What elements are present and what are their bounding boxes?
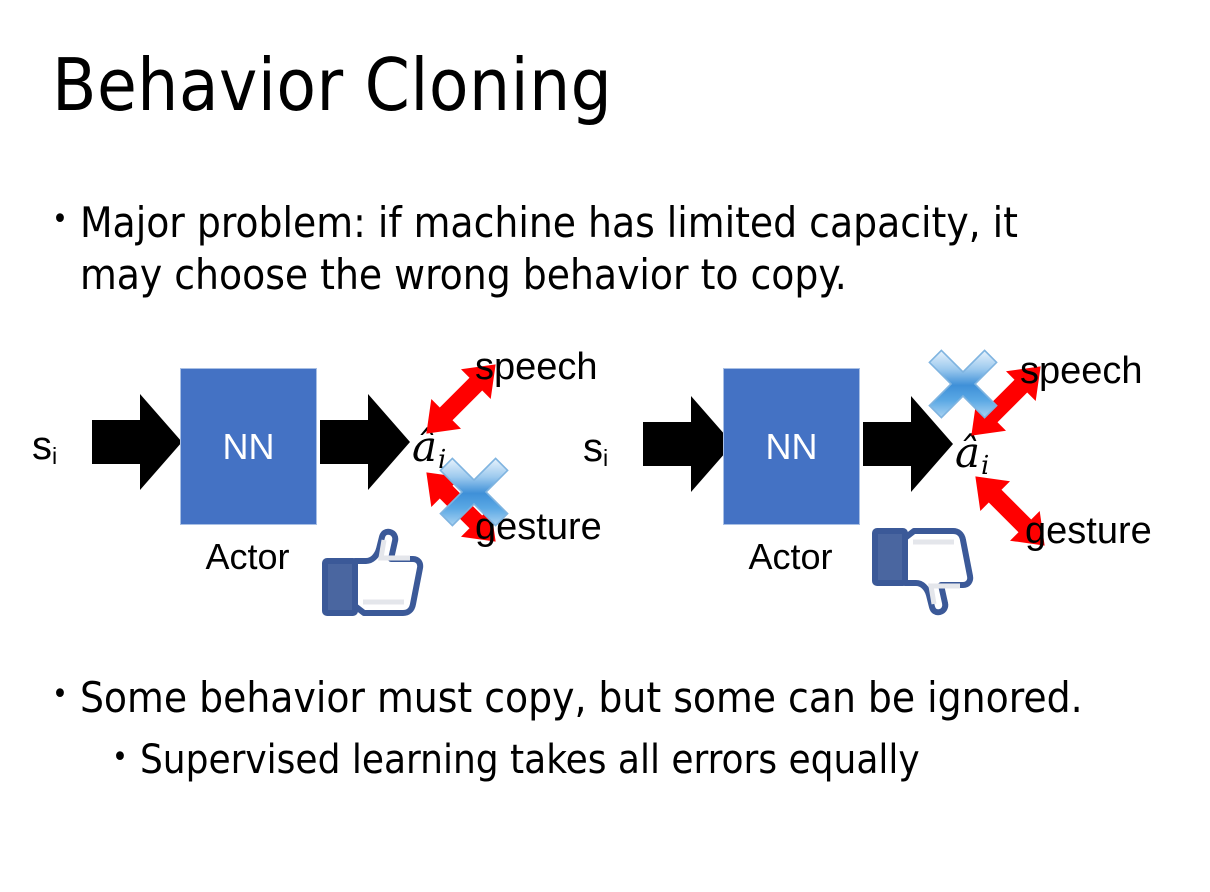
arrow-speech-right	[951, 346, 1061, 456]
bullet-bottom-2: • Supervised learning takes all errors e…	[112, 735, 1152, 785]
output-arrow-left	[320, 392, 410, 492]
arrow-speech-left	[406, 344, 516, 454]
state-subscript: i	[52, 443, 58, 470]
page-title: Behavior Cloning	[52, 43, 613, 127]
state-label-left: si	[32, 426, 57, 476]
action-subscript: i	[981, 450, 990, 481]
label-speech-left: speech	[475, 346, 598, 388]
action-label-right: âi	[955, 432, 989, 487]
thumbs-up-icon-left	[320, 528, 425, 620]
bullet-top: • Major problem: if machine has limited …	[52, 197, 1132, 301]
state-symbol: s	[32, 424, 52, 468]
output-arrow-right	[863, 394, 953, 494]
diagram-left: si NN Actor âi	[20, 340, 620, 640]
action-subscript: i	[438, 444, 447, 475]
bullet-bottom-1-text: Some behavior must copy, but some can be…	[79, 673, 1083, 722]
actor-caption-right: Actor	[748, 536, 833, 577]
state-subscript: i	[603, 445, 609, 472]
input-arrow-left	[92, 392, 182, 492]
state-label-right: si	[583, 428, 608, 478]
bullet-marker-icon: •	[52, 677, 68, 712]
diagram-right: si NN Actor âi	[565, 340, 1185, 640]
nn-box-label: NN	[222, 425, 275, 467]
bullet-bottom-2-text: Supervised learning takes all errors equ…	[139, 737, 920, 783]
nn-box-right: NN	[723, 368, 860, 525]
bullet-marker-icon: •	[112, 740, 128, 775]
bullet-marker-icon: •	[52, 202, 68, 237]
label-speech-right: speech	[1020, 350, 1143, 392]
bullet-bottom-1: • Some behavior must copy, but some can …	[52, 672, 1152, 724]
nn-box-label: NN	[765, 425, 818, 467]
arrow-gesture-right	[955, 456, 1065, 566]
thumbs-down-icon-right	[870, 520, 975, 620]
nn-box-left: NN	[180, 368, 317, 525]
bullet-top-text: Major problem: if machine has limited ca…	[79, 198, 1018, 299]
action-symbol: â	[955, 428, 981, 477]
state-symbol: s	[583, 426, 603, 470]
blue-x-icon-left	[434, 452, 514, 532]
blue-x-icon-right	[923, 344, 1003, 424]
actor-caption-left: Actor	[205, 536, 290, 577]
input-arrow-right	[643, 394, 733, 494]
label-gesture-right: gesture	[1025, 510, 1152, 552]
